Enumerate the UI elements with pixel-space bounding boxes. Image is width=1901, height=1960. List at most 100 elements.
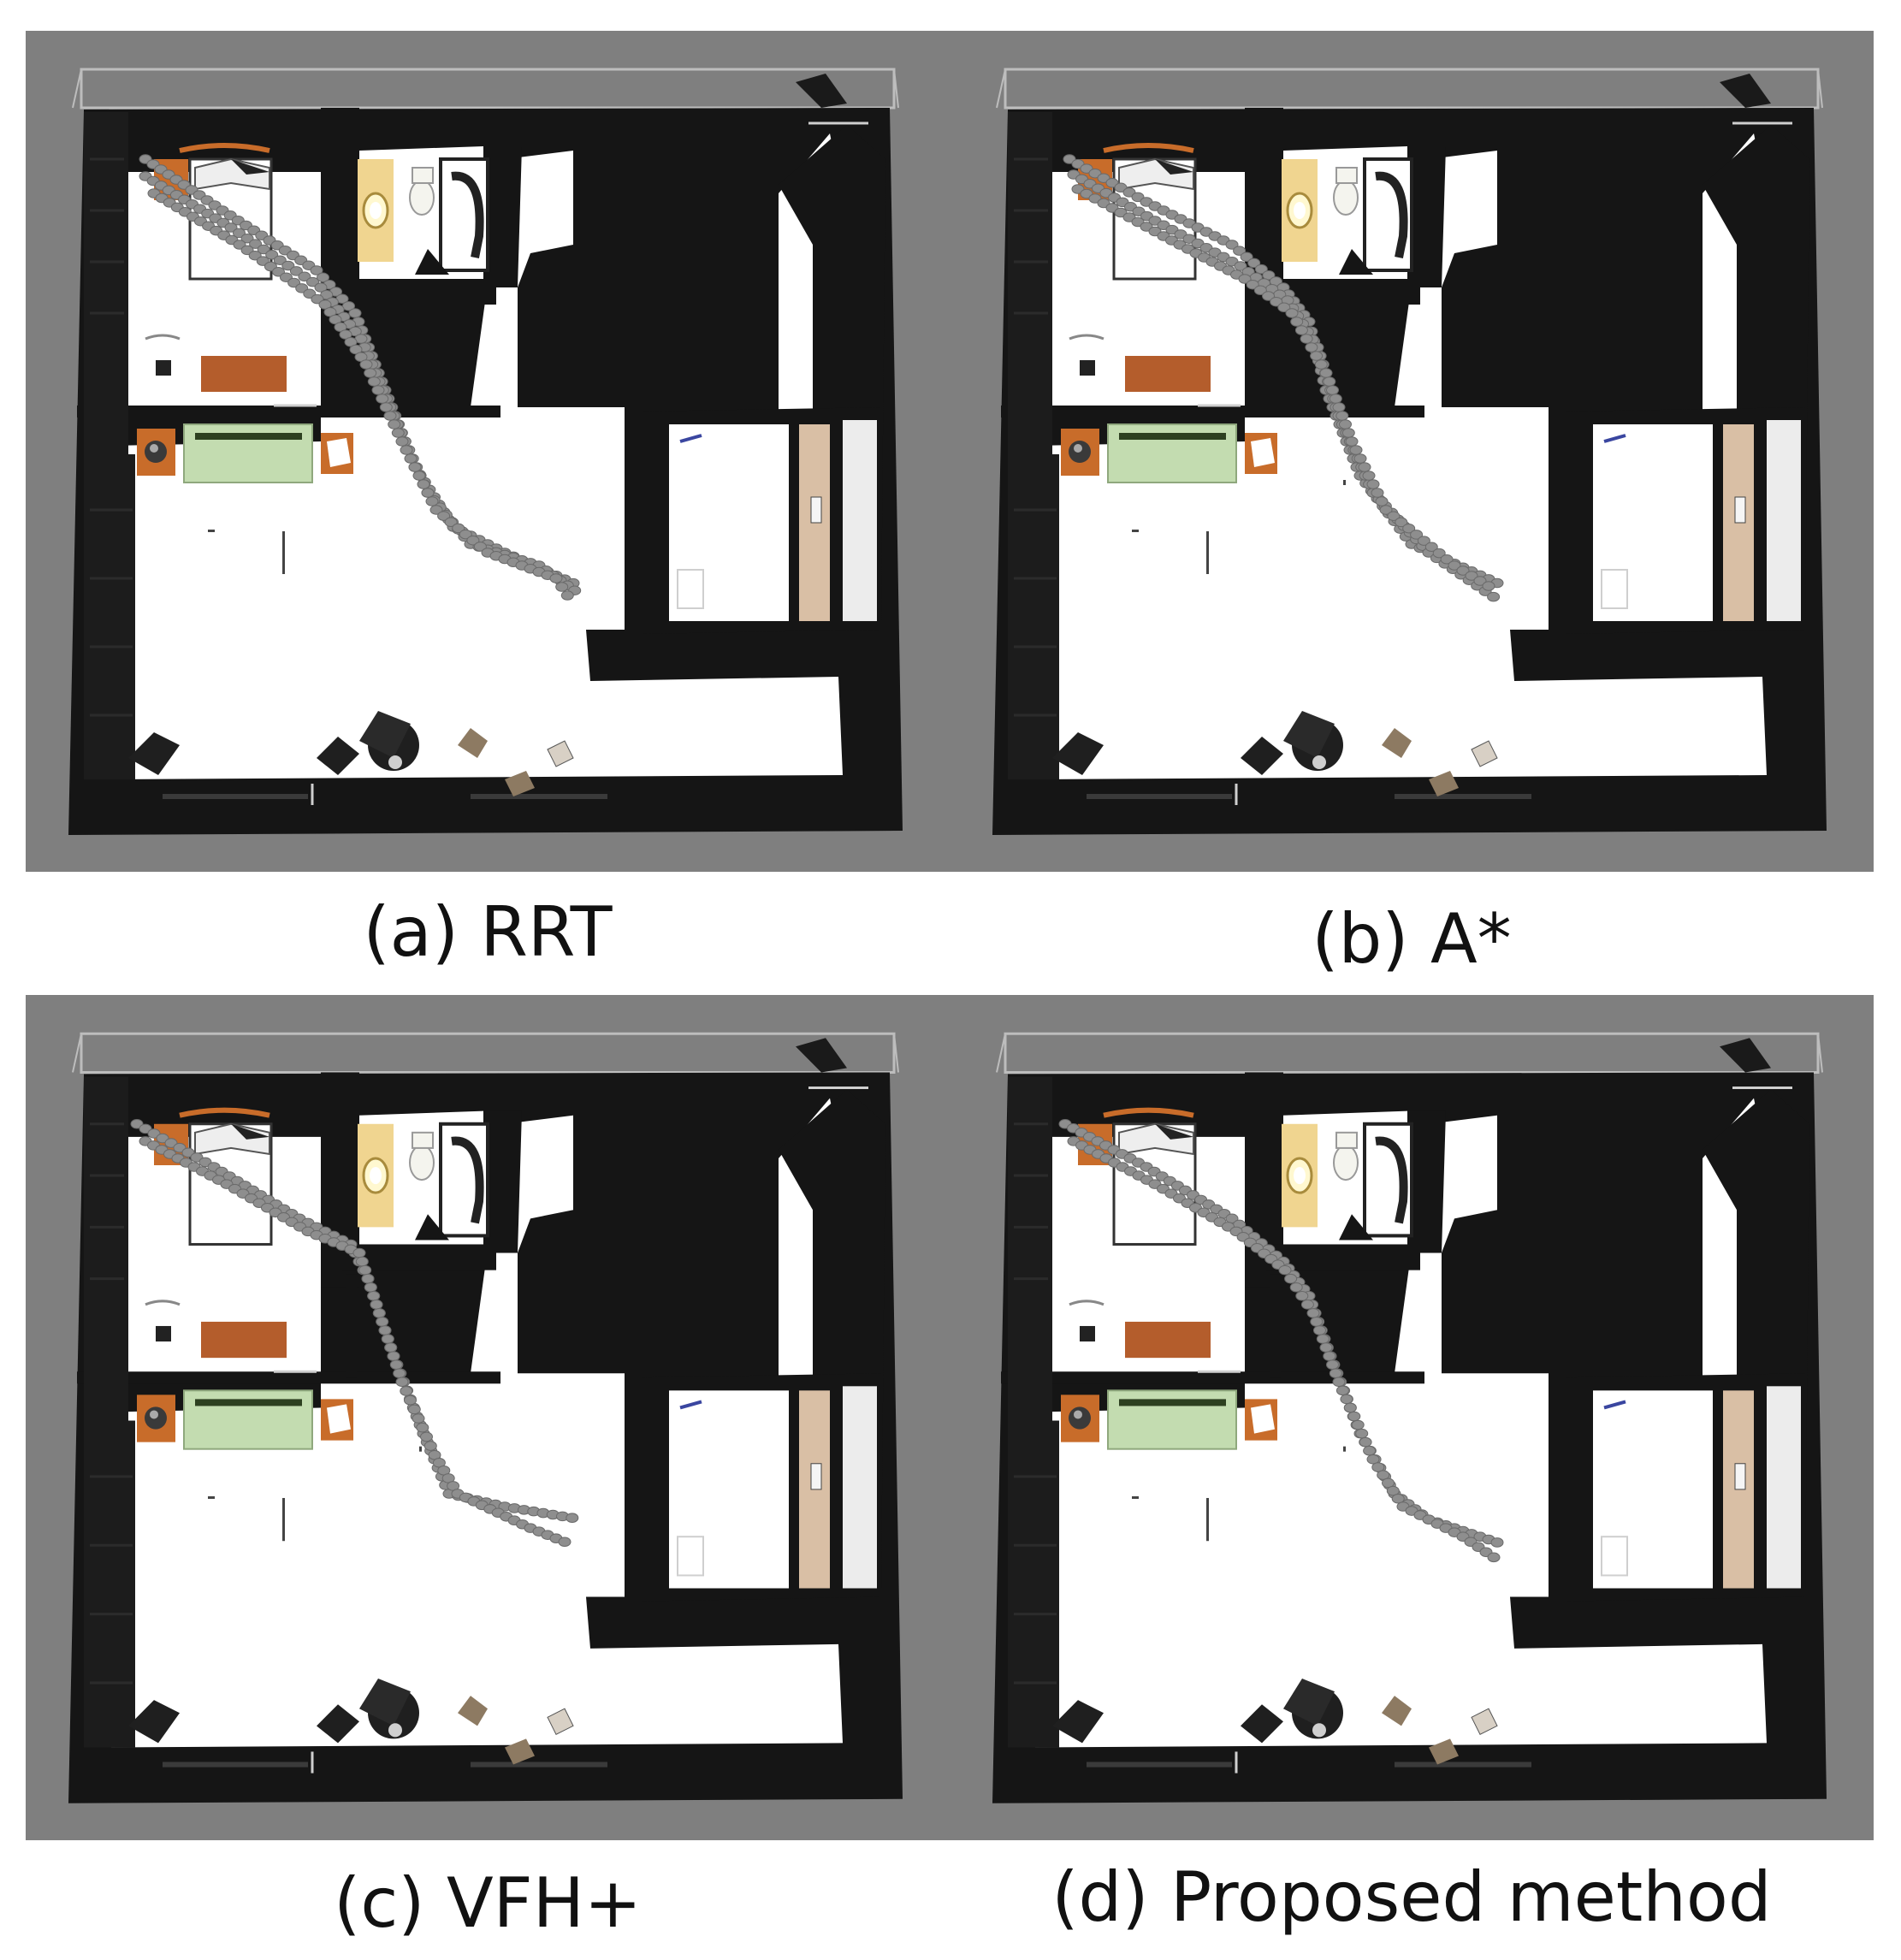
trajectory-marker xyxy=(404,1395,417,1406)
trajectory-marker xyxy=(459,529,472,540)
trajectory-marker xyxy=(437,511,451,521)
trajectory-marker xyxy=(408,462,422,472)
trajectory-marker xyxy=(306,276,319,287)
trajectory-marker xyxy=(1465,571,1478,581)
trajectory-marker xyxy=(1319,368,1333,378)
panel-d xyxy=(950,995,1874,1840)
trajectory-marker xyxy=(549,573,563,583)
trajectory-marker xyxy=(421,488,435,498)
trajectory-marker xyxy=(384,1342,398,1353)
trajectory-marker xyxy=(1363,1445,1377,1456)
trajectory-marker xyxy=(381,1334,394,1344)
trajectory-marker xyxy=(388,419,401,429)
trajectory-marker xyxy=(1305,342,1318,352)
trajectory-marker xyxy=(1295,1291,1309,1301)
trajectory-marker xyxy=(1262,291,1275,301)
trajectory-marker xyxy=(358,1264,372,1276)
trajectory-marker xyxy=(329,314,342,325)
trajectory-marker xyxy=(349,344,363,355)
trajectory-marker xyxy=(417,479,430,489)
trajectory-marker xyxy=(404,453,418,464)
trajectory-marker xyxy=(1313,1325,1326,1335)
trajectory-marker xyxy=(147,1128,161,1139)
trajectory-d xyxy=(1058,1118,1504,1563)
trajectory-marker xyxy=(314,282,328,293)
trajectory-marker xyxy=(240,233,254,244)
trajectory-marker xyxy=(1310,1317,1324,1327)
trajectory-marker xyxy=(1387,511,1401,521)
trajectory-marker xyxy=(371,385,385,395)
caption-d: (d) Proposed method xyxy=(1051,1857,1772,1937)
trajectory-marker xyxy=(1402,523,1416,534)
trajectory-marker xyxy=(1323,376,1336,387)
trajectory-marker xyxy=(198,1157,212,1168)
trajectory-marker xyxy=(1482,581,1495,591)
trajectory-marker xyxy=(1329,394,1342,404)
trajectory-marker xyxy=(383,411,397,421)
trajectory-marker xyxy=(1440,554,1454,565)
trajectory-marker xyxy=(1417,536,1430,546)
trajectory-marker xyxy=(1456,565,1470,576)
trajectory-b xyxy=(1063,154,1504,602)
trajectory-marker xyxy=(298,271,311,282)
trajectory-marker xyxy=(1254,264,1268,275)
trajectory-marker xyxy=(320,289,334,300)
trajectory-marker xyxy=(420,1431,433,1442)
panel-c xyxy=(26,995,950,1840)
trajectory-marker xyxy=(1234,261,1247,271)
trajectory-marker xyxy=(1371,1462,1385,1472)
trajectory-marker xyxy=(400,1386,413,1396)
panel-a xyxy=(26,31,950,872)
trajectory-marker xyxy=(1233,246,1247,256)
trajectory-marker xyxy=(444,517,458,528)
trajectory-marker xyxy=(1310,351,1324,361)
trajectory-marker xyxy=(1240,252,1253,263)
trajectory-marker xyxy=(1289,1282,1303,1293)
trajectory-marker xyxy=(1300,1300,1314,1310)
trajectory-marker xyxy=(379,402,393,412)
trajectory-marker xyxy=(249,239,263,249)
trajectory-marker xyxy=(1300,334,1313,344)
trajectory-marker xyxy=(352,1247,366,1258)
trajectory-marker xyxy=(555,582,569,592)
trajectory-marker xyxy=(1323,1351,1336,1361)
trajectory-marker xyxy=(395,436,409,447)
trajectory-marker xyxy=(1487,1552,1501,1563)
trajectory-marker xyxy=(1329,1368,1342,1379)
trajectory-marker xyxy=(1270,296,1283,307)
trajectory-marker xyxy=(130,1118,144,1129)
trajectory-marker xyxy=(1277,302,1291,313)
trajectory-marker xyxy=(423,1441,437,1451)
trajectory-marker xyxy=(1316,1334,1330,1344)
trajectory-marker xyxy=(1339,419,1352,429)
trajectory-marker xyxy=(224,222,238,233)
trajectory-marker xyxy=(1347,1411,1361,1422)
trajectory-marker xyxy=(560,590,574,601)
trajectory-marker xyxy=(393,1368,406,1379)
trajectory-marker xyxy=(1377,1470,1390,1480)
trajectory-marker xyxy=(378,1325,392,1335)
trajectory-marker xyxy=(1284,1273,1298,1284)
trajectory-marker xyxy=(1359,1436,1372,1448)
trajectory-marker xyxy=(1246,279,1259,290)
trajectory-marker xyxy=(1395,517,1408,528)
trajectory-marker xyxy=(1448,560,1461,571)
trajectory-marker xyxy=(1332,1377,1346,1388)
trajectory-marker xyxy=(1358,462,1371,472)
trajectory-marker xyxy=(400,445,413,455)
trajectory-marker xyxy=(1238,274,1252,284)
trajectory-marker xyxy=(1487,591,1501,602)
trajectory-marker xyxy=(318,299,332,310)
trajectory-marker xyxy=(558,1537,571,1548)
floorplan-c xyxy=(26,995,950,1840)
trajectory-marker xyxy=(364,368,377,378)
trajectory-marker xyxy=(359,359,373,370)
trajectory-marker xyxy=(181,1147,195,1158)
trajectory-a xyxy=(139,154,582,601)
trajectory-marker xyxy=(1114,182,1128,193)
trajectory-marker xyxy=(1349,445,1363,455)
floorplan-a xyxy=(26,31,950,872)
trajectory-marker xyxy=(395,1377,409,1388)
trajectory-marker xyxy=(1278,1264,1292,1276)
trajectory-marker xyxy=(452,523,465,534)
